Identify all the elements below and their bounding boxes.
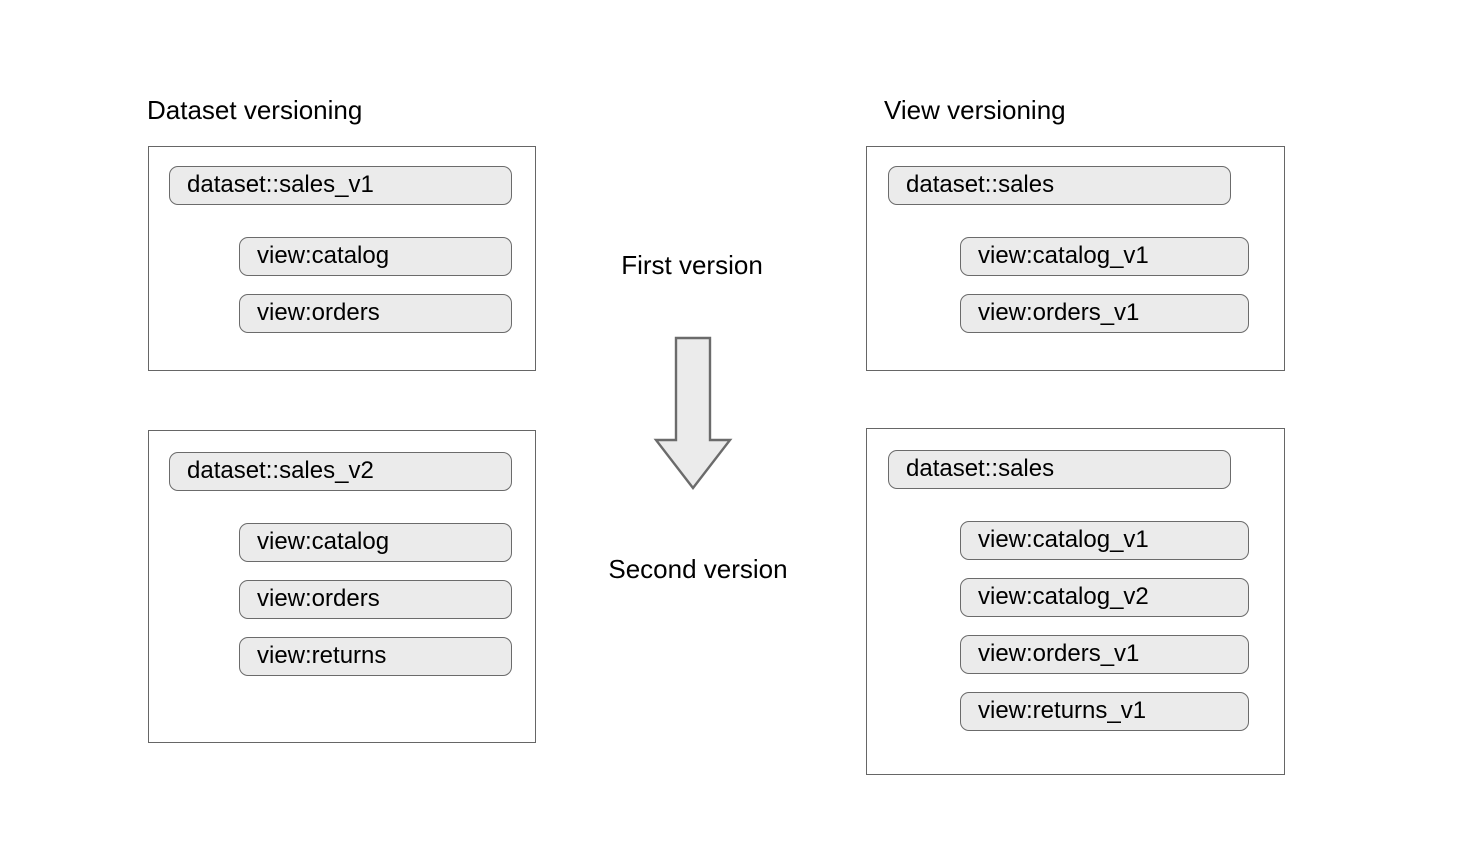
chip-dataset-root[interactable]: dataset::sales bbox=[888, 166, 1231, 205]
chip-view[interactable]: view:orders bbox=[239, 294, 512, 333]
stage-label-second-version: Second version bbox=[608, 554, 788, 584]
chip-view[interactable]: view:catalog_v1 bbox=[960, 521, 1249, 560]
chip-view[interactable]: view:catalog bbox=[239, 523, 512, 562]
chip-view[interactable]: view:catalog_v1 bbox=[960, 237, 1249, 276]
chip-view[interactable]: view:returns_v1 bbox=[960, 692, 1249, 731]
chip-view[interactable]: view:orders_v1 bbox=[960, 294, 1249, 333]
panel-dataset-sales-v1: dataset::sales_v1 view:catalog view:orde… bbox=[148, 146, 536, 371]
column-title-dataset-versioning: Dataset versioning bbox=[147, 95, 363, 125]
chip-view[interactable]: view:orders_v1 bbox=[960, 635, 1249, 674]
column-title-view-versioning: View versioning bbox=[884, 95, 1066, 125]
chip-view[interactable]: view:catalog bbox=[239, 237, 512, 276]
panel-view-versioning-first: dataset::sales view:catalog_v1 view:orde… bbox=[866, 146, 1285, 371]
down-arrow-icon bbox=[653, 336, 733, 492]
chip-dataset-root[interactable]: dataset::sales_v2 bbox=[169, 452, 512, 491]
chip-view[interactable]: view:catalog_v2 bbox=[960, 578, 1249, 617]
panel-view-versioning-second: dataset::sales view:catalog_v1 view:cata… bbox=[866, 428, 1285, 775]
chip-dataset-root[interactable]: dataset::sales_v1 bbox=[169, 166, 512, 205]
chip-view[interactable]: view:returns bbox=[239, 637, 512, 676]
stage-label-first-version: First version bbox=[621, 250, 763, 280]
chip-dataset-root[interactable]: dataset::sales bbox=[888, 450, 1231, 489]
panel-dataset-sales-v2: dataset::sales_v2 view:catalog view:orde… bbox=[148, 430, 536, 743]
chip-view[interactable]: view:orders bbox=[239, 580, 512, 619]
